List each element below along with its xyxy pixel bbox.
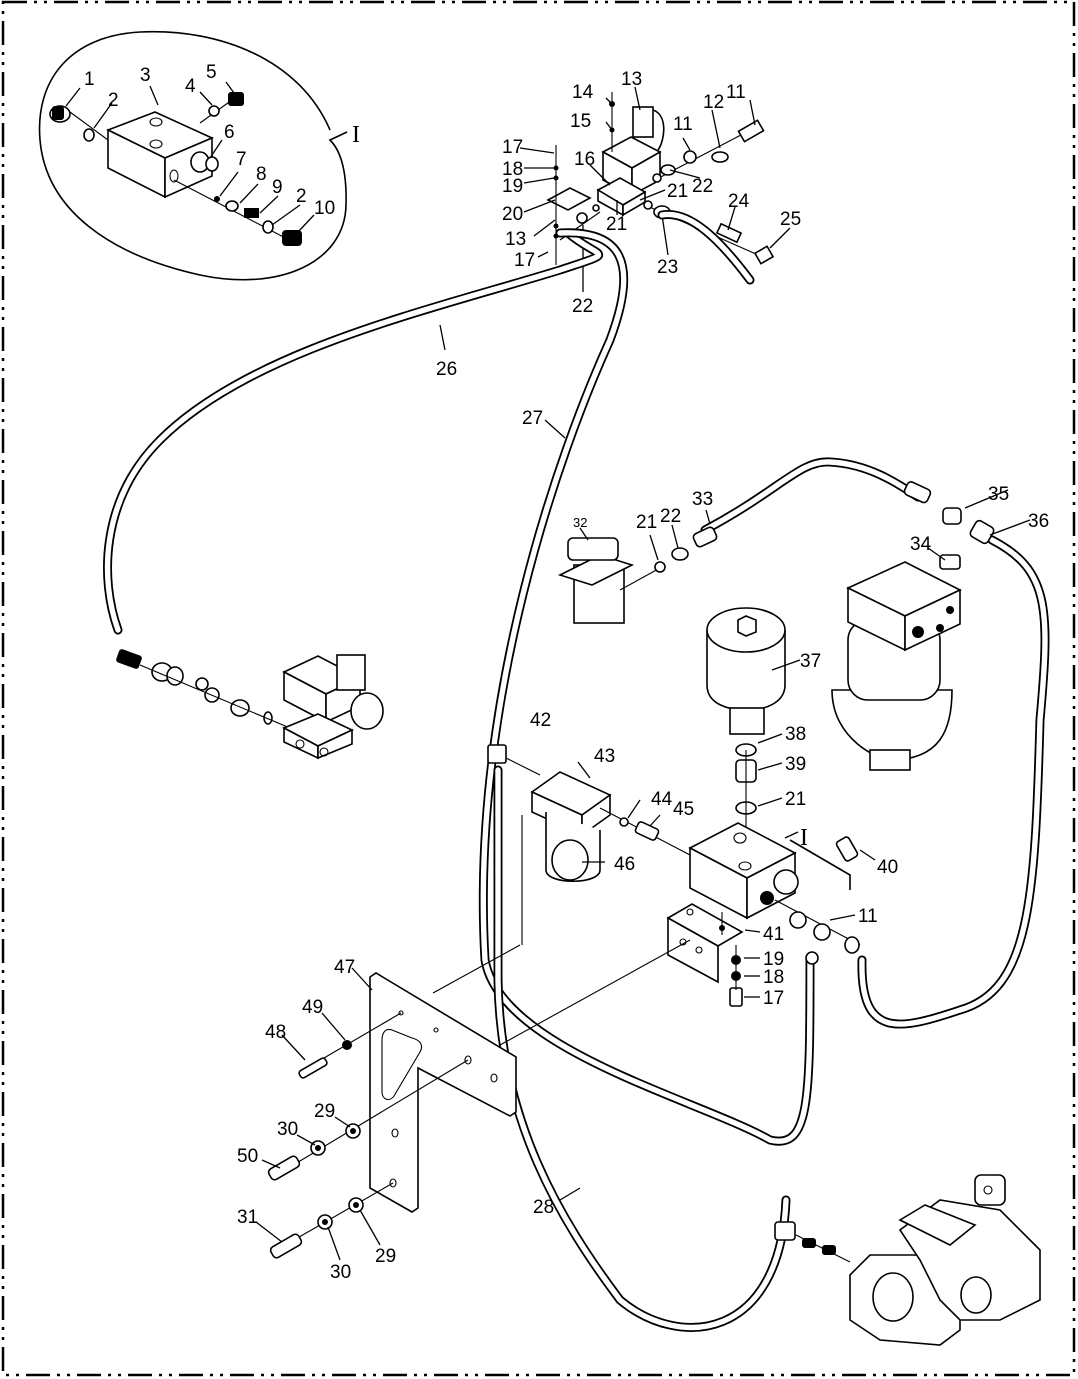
callout-4: 4: [185, 76, 196, 97]
callout-45: 45: [673, 799, 694, 820]
callout-17: 17: [502, 137, 523, 158]
callout-11b: 11: [726, 82, 746, 103]
callout-7: 7: [236, 149, 247, 170]
callout-15: 15: [570, 111, 591, 132]
callout-44: 44: [651, 789, 673, 810]
ball-7: [214, 196, 220, 202]
callout-29b: 29: [375, 1246, 396, 1267]
callout-22: 22: [692, 176, 713, 197]
callout-43: 43: [594, 746, 615, 767]
hose-top-right: [657, 209, 755, 285]
callout-36: 36: [1028, 511, 1049, 532]
callout-1: 1: [84, 69, 95, 90]
callout-11c: 11: [858, 906, 878, 927]
callout-19b: 19: [763, 949, 784, 970]
callout-3: 3: [140, 65, 151, 86]
callout-17b: 17: [514, 250, 535, 271]
callout-22b: 22: [572, 296, 593, 317]
callout-6: 6: [224, 122, 235, 143]
valve-block-I: [688, 822, 861, 946]
callout-21d: 21: [785, 789, 806, 810]
plug-5: [228, 92, 244, 106]
callout-2: 2: [108, 90, 119, 111]
callout-2b: 2: [296, 186, 307, 207]
callout-26: 26: [436, 359, 457, 380]
callout-30b: 30: [330, 1262, 351, 1283]
callout-13b: 13: [505, 229, 526, 250]
hose-26: [103, 228, 603, 635]
callout-14: 14: [572, 82, 594, 103]
callout-24: 24: [728, 191, 750, 212]
callout-19: 19: [502, 176, 523, 197]
callout-50: 50: [237, 1146, 258, 1167]
callout-22c: 22: [660, 506, 681, 527]
callout-21b: 21: [606, 214, 627, 235]
callout-11: 11: [673, 114, 693, 135]
callout-31: 31: [237, 1207, 258, 1228]
detail-label-I: I: [352, 122, 360, 148]
callout-40: 40: [877, 857, 898, 878]
spring-9: [244, 208, 259, 218]
filter-43: [487, 744, 691, 945]
callout-30a: 30: [277, 1119, 298, 1140]
bracket-41: [666, 903, 744, 1007]
accumulator-37: [706, 607, 786, 865]
top-callouts: 13 14 15 11 12 11 17 18 19 16 22 21 20 2…: [502, 69, 801, 317]
washer-4: [208, 105, 220, 117]
switch-32: [557, 526, 718, 624]
callout-29a: 29: [314, 1101, 335, 1122]
callout-13: 13: [621, 69, 642, 90]
washer-2b: [262, 220, 274, 234]
callout-41: 41: [763, 924, 784, 945]
solenoid-valve-top: [546, 92, 775, 265]
callout-38: 38: [785, 724, 806, 745]
callout-33: 33: [692, 489, 713, 510]
fitting-1: [49, 105, 71, 123]
spring-8: [225, 200, 239, 212]
callout-12: 12: [703, 92, 724, 113]
detail-view-I: 1 2 3 4 5 6 7 8 9 2 10 I: [38, 30, 360, 281]
callout-37: 37: [800, 651, 821, 672]
callout-48: 48: [265, 1022, 286, 1043]
callout-17c: 17: [763, 988, 784, 1009]
callout-25: 25: [780, 209, 801, 230]
fitting-6: [190, 151, 219, 173]
plate-fasteners: [267, 1012, 469, 1259]
callout-28: 28: [533, 1197, 554, 1218]
callout-9: 9: [272, 177, 283, 198]
callout-27: 27: [522, 408, 543, 429]
callout-18: 18: [502, 159, 523, 180]
callout-21c: 21: [636, 512, 657, 533]
callout-20: 20: [502, 204, 523, 225]
callout-23: 23: [657, 257, 678, 278]
callout-39: 39: [785, 754, 806, 775]
callout-47: 47: [334, 957, 355, 978]
callout-42: 42: [530, 710, 551, 731]
fitting-11-elbow: [789, 911, 860, 965]
plug-10: [282, 230, 302, 246]
callout-49: 49: [302, 997, 323, 1018]
assembly-label-I: I: [800, 825, 808, 851]
callout-18b: 18: [763, 967, 784, 988]
mounting-plate-47: [369, 939, 691, 1213]
callout-16: 16: [574, 149, 595, 170]
callout-21: 21: [667, 181, 688, 202]
hydraulic-pump: [774, 1174, 1041, 1346]
callout-32: 32: [573, 515, 587, 530]
callout-10: 10: [314, 198, 335, 219]
hose-upper-right: [700, 457, 1050, 1029]
callout-35: 35: [988, 484, 1009, 505]
callout-46: 46: [614, 854, 635, 875]
washer-2: [83, 128, 95, 142]
rotary-joint: [831, 481, 995, 771]
callout-8: 8: [256, 164, 267, 185]
hose-27: [478, 228, 815, 1146]
callout-34: 34: [910, 534, 932, 555]
callout-5: 5: [206, 62, 217, 83]
solenoid-valve-left: [116, 649, 384, 760]
